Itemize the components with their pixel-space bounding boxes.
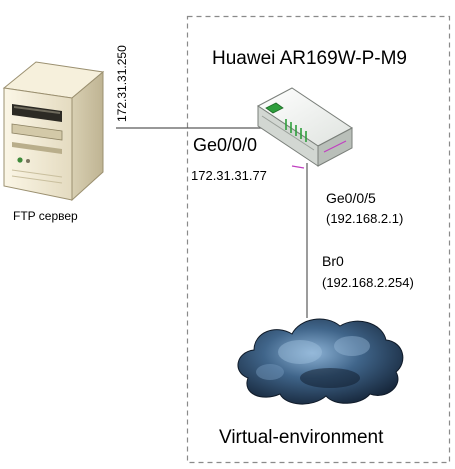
bridge-interface-label: Br0 xyxy=(322,253,344,269)
virtual-environment-label: Virtual-environment xyxy=(219,427,384,448)
cloud-icon[interactable] xyxy=(237,318,404,405)
router-icon[interactable] xyxy=(257,87,353,169)
tower-server-icon[interactable] xyxy=(2,61,105,202)
virtual-environment-boundary xyxy=(186,15,451,464)
router-wan-ip-label: 172.31.31.77 xyxy=(191,168,267,183)
router-model-label: Huawei AR169W-P-M9 xyxy=(212,48,408,69)
router-lan-interface-label: Ge0/0/5 xyxy=(326,190,376,206)
router-wan-interface-label: Ge0/0/0 xyxy=(193,135,258,155)
router-lan-ip-label: (192.168.2.1) xyxy=(326,211,404,226)
bridge-ip-label: (192.168.2.254) xyxy=(322,275,414,290)
ftp-server-ip-label: 172.31.31.250 xyxy=(115,45,129,122)
ftp-server-caption: FTP сервер xyxy=(13,209,78,223)
